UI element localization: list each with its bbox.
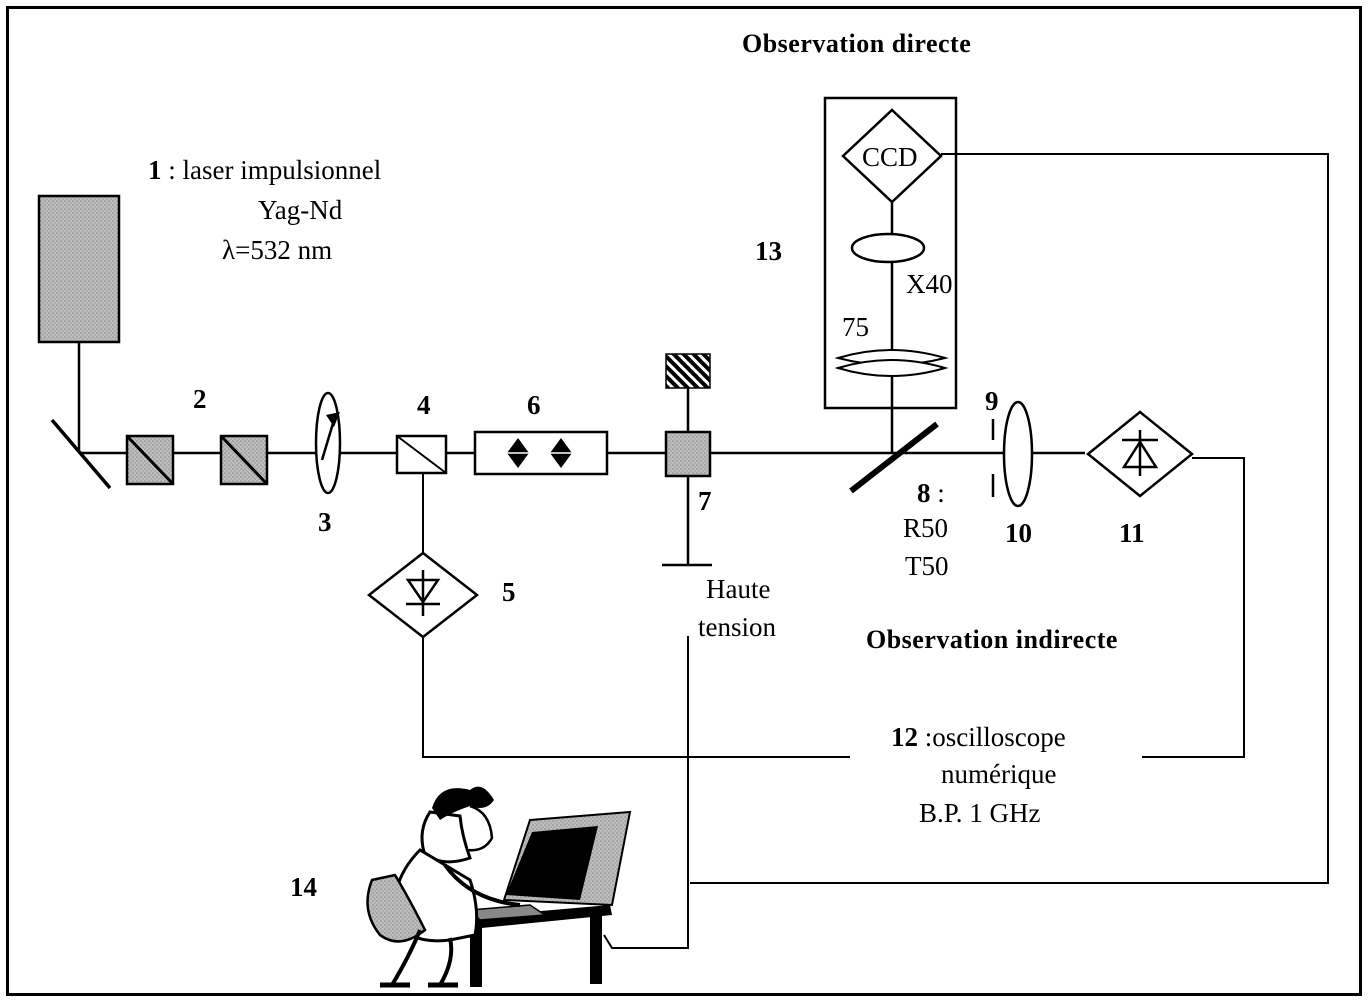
label-14: 14 — [290, 872, 317, 902]
header-direct-observation: Observation directe — [742, 29, 971, 58]
label-2: 2 — [193, 384, 207, 414]
beam-dump — [665, 353, 711, 389]
laser-label-line3: λ=532 nm — [222, 235, 332, 265]
wire-ccd-computer — [690, 153, 1329, 884]
objective-x40 — [850, 232, 926, 264]
oscilloscope-label-line2: numérique — [941, 759, 1056, 789]
waveplate — [314, 391, 342, 495]
lens-10 — [1002, 400, 1034, 508]
photodiode-5 — [366, 551, 480, 639]
label-7: 7 — [698, 486, 712, 516]
lens-75 — [834, 349, 949, 377]
oscilloscope-label-line1: 12 :oscilloscope — [891, 722, 1066, 752]
label-10: 10 — [1005, 518, 1032, 548]
diagram-frame — [6, 6, 1362, 996]
operator-computer-illustration — [366, 786, 632, 988]
label-t50: T50 — [905, 551, 949, 581]
label-6: 6 — [527, 390, 541, 420]
pockels-cell — [662, 353, 712, 567]
label-9: 9 — [985, 386, 999, 416]
laser-label-line2: Yag-Nd — [258, 195, 343, 225]
header-indirect-observation: Observation indirecte — [866, 625, 1118, 654]
label-haute: Haute — [706, 574, 770, 604]
label-75: 75 — [842, 312, 869, 342]
label-r50: R50 — [903, 513, 948, 543]
wire-photodiode11-oscilloscope — [1142, 457, 1245, 758]
polarizer-1 — [125, 434, 175, 486]
label-3: 3 — [318, 507, 332, 537]
polarizer-2 — [219, 434, 269, 486]
beam-splitter-cube — [395, 434, 448, 475]
ccd-camera: CCD — [841, 108, 943, 204]
label-13: 13 — [755, 236, 782, 266]
oscilloscope-label-line3: B.P. 1 GHz — [919, 798, 1041, 828]
label-x40: X40 — [906, 269, 953, 299]
label-4: 4 — [417, 390, 431, 420]
label-tension: tension — [698, 612, 776, 642]
amplifier-rod — [473, 430, 609, 476]
label-11: 11 — [1119, 518, 1145, 548]
label-8: 8 : — [917, 478, 945, 508]
wire-hv-computer — [603, 636, 689, 949]
laser-label-line1: 1 : laser impulsionnel — [148, 155, 381, 185]
svg-text:CCD: CCD — [862, 142, 918, 172]
photodiode-11 — [1086, 410, 1194, 498]
laser-source — [37, 194, 121, 344]
wire-photodiode5-oscilloscope — [422, 637, 850, 758]
beam-splitter-plate — [849, 421, 939, 494]
label-5: 5 — [502, 577, 516, 607]
